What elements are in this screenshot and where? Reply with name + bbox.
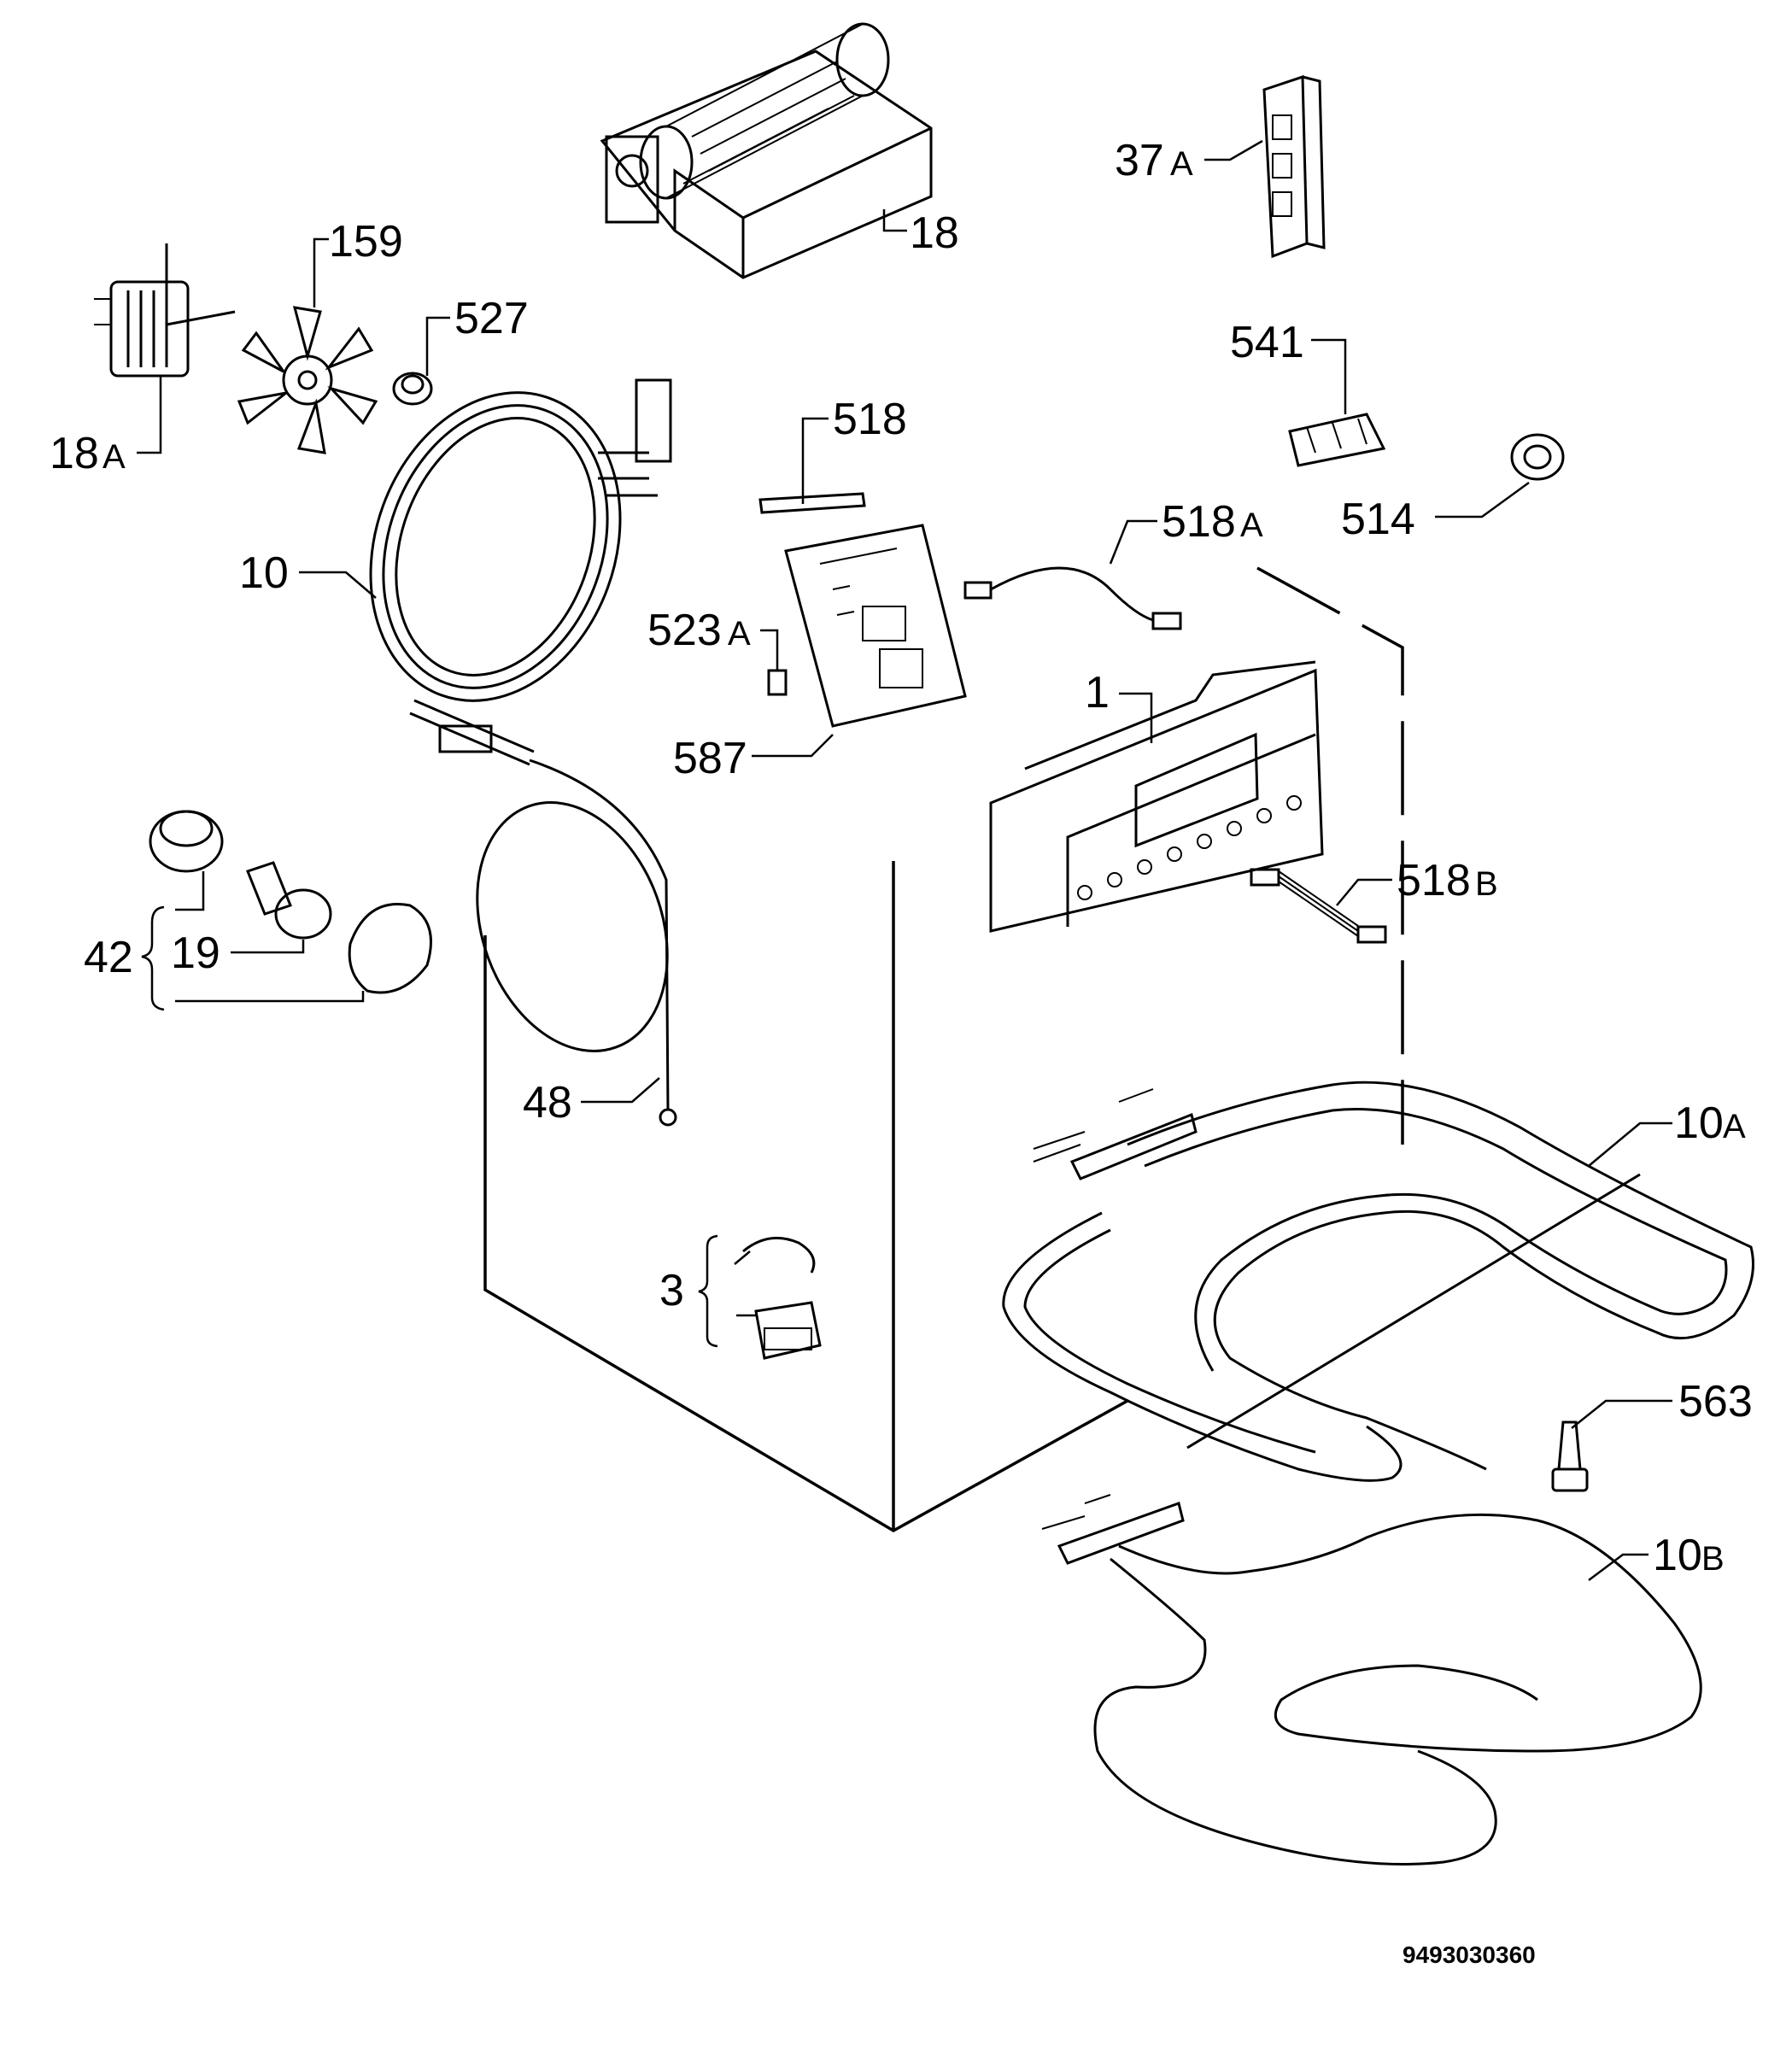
grommet-514-part bbox=[1435, 433, 1565, 518]
label-10a-num: 10 bbox=[1674, 1098, 1724, 1148]
label-159: 159 bbox=[329, 217, 403, 266]
label-1: 1 bbox=[1085, 668, 1110, 718]
label-18a-num: 18 bbox=[50, 429, 99, 478]
fan-blade-part bbox=[237, 237, 378, 454]
cable-518b-part bbox=[1250, 868, 1392, 944]
label-10: 10 bbox=[239, 548, 289, 598]
fan-motor-part bbox=[94, 243, 236, 454]
label-3: 3 bbox=[659, 1266, 684, 1315]
label-563: 563 bbox=[1678, 1377, 1753, 1426]
label-527: 527 bbox=[454, 294, 529, 343]
label-10b-suffix: B bbox=[1701, 1540, 1725, 1578]
label-10b-num: 10 bbox=[1653, 1531, 1702, 1580]
pin-563-part bbox=[1551, 1399, 1672, 1492]
document-number: 9493030360 bbox=[1403, 1942, 1536, 1968]
label-518a-num: 518 bbox=[1162, 497, 1236, 547]
cabinet-outline bbox=[483, 566, 1404, 1533]
switch-541-part bbox=[1288, 338, 1386, 467]
label-523a-num: 523 bbox=[647, 606, 722, 655]
label-18a-suffix: A bbox=[102, 438, 126, 476]
cable-518a-part bbox=[963, 519, 1182, 630]
oven-element-part bbox=[1041, 1494, 1702, 1866]
label-42: 42 bbox=[84, 933, 133, 982]
label-18: 18 bbox=[910, 208, 959, 258]
circular-heating-element-part bbox=[299, 378, 672, 702]
grill-element-part bbox=[1002, 1081, 1754, 1482]
label-587: 587 bbox=[673, 734, 747, 783]
label-518: 518 bbox=[833, 395, 907, 444]
fan-nut-part bbox=[392, 316, 450, 406]
control-panel-part bbox=[989, 660, 1324, 933]
label-518b-num: 518 bbox=[1397, 856, 1471, 905]
label-518b-suffix: B bbox=[1475, 865, 1498, 903]
control-board-part bbox=[752, 524, 967, 758]
tangential-fan-part bbox=[600, 22, 933, 279]
label-541: 541 bbox=[1230, 318, 1304, 367]
temperature-probe-part bbox=[409, 699, 677, 1127]
label-514: 514 bbox=[1341, 495, 1415, 544]
terminal-block-part bbox=[1204, 74, 1326, 259]
label-523a-suffix: A bbox=[728, 615, 751, 653]
label-37a-suffix: A bbox=[1170, 145, 1193, 183]
label-518a-suffix: A bbox=[1240, 507, 1263, 544]
thermostat-part bbox=[698, 1234, 822, 1360]
label-19: 19 bbox=[171, 928, 220, 978]
label-48: 48 bbox=[523, 1078, 572, 1128]
fuse-523a-part bbox=[760, 629, 788, 696]
connector-518-part bbox=[758, 417, 866, 514]
label-37a-num: 37 bbox=[1115, 136, 1164, 185]
lamp-assembly-part bbox=[141, 810, 432, 1011]
label-10a-suffix: A bbox=[1723, 1108, 1746, 1145]
